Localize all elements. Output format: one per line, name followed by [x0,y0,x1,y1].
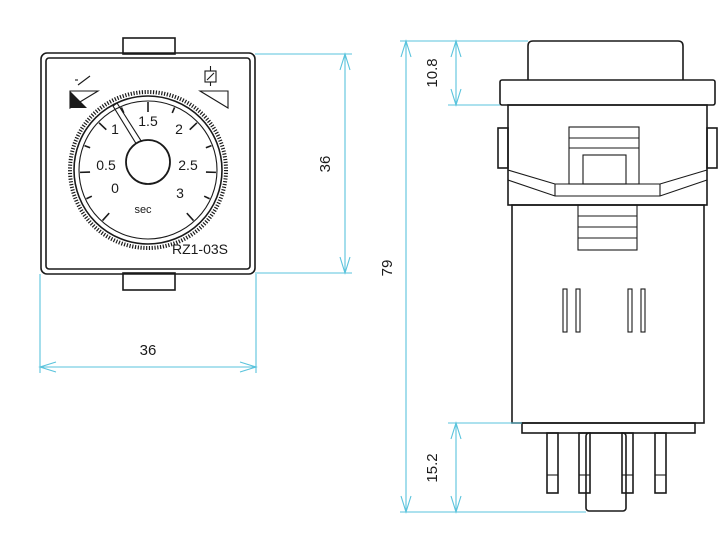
dim-front-width: 36 [140,342,157,359]
model-label: RZ1-03S [172,241,228,257]
relay-coil-icon [198,66,229,109]
base [521,422,696,434]
front-view: 0 0.5 1 1.5 2 2.5 3 sec RZ1-03S [40,37,256,291]
top-clip [122,37,176,55]
dial-tick [86,195,93,200]
dial-ticks [80,102,216,222]
dial-tick [205,144,212,149]
front-outer-frame [40,52,256,275]
dial-tick [186,212,195,222]
side-dimensions: 79 10.8 15.2 [379,39,586,514]
dial-knurl-ring [68,90,228,250]
dim-pin-length: 15.2 [424,453,441,482]
side-view [497,40,718,512]
side-clip-right [706,127,718,169]
dial-tick [101,212,110,222]
key-post [585,432,627,512]
dim-front-height: 36 [317,156,334,173]
vent-slots [562,288,646,333]
scale-label-0-5: 0.5 [96,157,116,173]
scale-label-1-5: 1.5 [138,113,158,129]
flange [499,79,716,106]
dial-knob[interactable] [125,139,171,185]
pins [546,432,667,494]
dial-tick [98,122,107,131]
dial-inner-ring [78,100,218,240]
dial-tick [84,144,91,149]
dial-outer-ring [73,95,223,245]
dial-tick [171,107,176,114]
dim-total-height: 79 [379,260,396,277]
scale-label-0: 0 [111,180,119,196]
switch-symbol-icon [69,75,100,109]
top-cap [527,40,684,80]
dial-tick [203,195,210,200]
front-dimensions: 36 36 [38,52,352,373]
timer-dial[interactable]: 0 0.5 1 1.5 2 2.5 3 sec [68,90,228,250]
scale-label-2: 2 [175,121,183,137]
scale-label-1: 1 [111,121,119,137]
center-latch [568,126,640,251]
unit-label: sec [134,204,152,216]
side-clip-left [497,127,509,169]
dim-flange-height: 10.8 [424,58,441,87]
bottom-clip [122,272,176,291]
front-inner-frame [45,57,251,270]
scale-label-2-5: 2.5 [178,157,198,173]
scale-label-3: 3 [176,185,184,201]
dial-tick [189,122,198,131]
